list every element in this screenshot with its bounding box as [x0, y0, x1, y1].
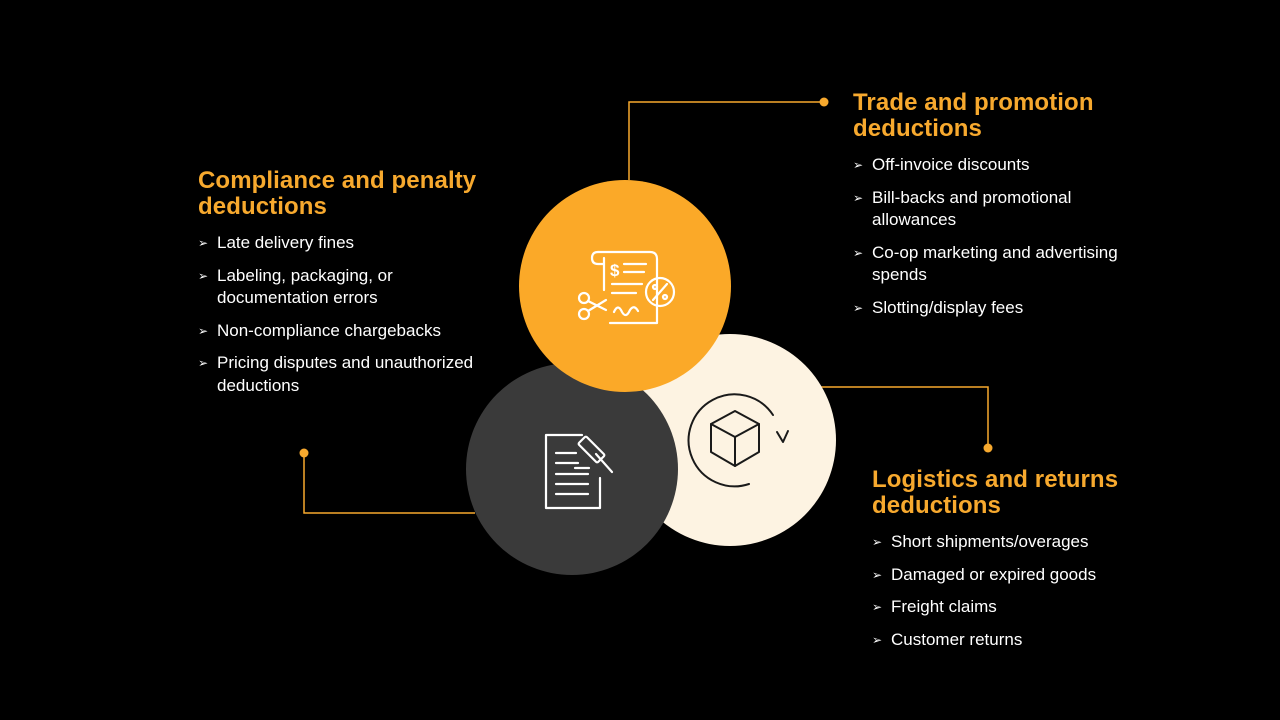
invoice-discount-scissors-icon: $ — [577, 250, 676, 325]
compliance-block: Compliance and penalty deductions ➢ Late … — [198, 168, 498, 407]
arrow-bullet-icon: ➢ — [198, 356, 209, 370]
list-item-text: Freight claims — [891, 597, 997, 616]
arrow-bullet-icon: ➢ — [198, 323, 209, 338]
arrow-bullet-icon: ➢ — [872, 632, 883, 647]
arrow-bullet-icon: ➢ — [872, 567, 883, 582]
connector-trade — [628, 101, 824, 180]
legal-document-gavel-icon — [544, 433, 614, 510]
trade-block: Trade and promotion deductions ➢ Off-invo… — [853, 90, 1153, 329]
connectors — [303, 101, 989, 514]
list-item: ➢ Non-compliance chargebacks — [198, 320, 498, 343]
list-item: ➢ Off-invoice discounts — [853, 154, 1153, 177]
list-item: ➢ Slotting/display fees — [853, 297, 1153, 320]
logistics-list: ➢ Short shipments/overages ➢ Damaged or ex… — [872, 531, 1172, 651]
list-item: ➢ Labeling, packaging, or documentation e… — [198, 265, 498, 310]
list-item: ➢ Late delivery fines — [198, 232, 498, 255]
trade-list: ➢ Off-invoice discounts ➢ Bill-backs and p… — [853, 154, 1153, 319]
list-item: ➢ Pricing disputes and unauthorized deduc… — [198, 352, 498, 397]
arrow-bullet-icon: ➢ — [853, 300, 864, 315]
connector-dot-compliance — [299, 448, 309, 458]
connector-compliance — [303, 453, 475, 514]
list-item-text: Pricing disputes and unauthorized deduct… — [217, 353, 474, 395]
list-item: ➢ Co-op marketing and advertising spends — [853, 242, 1153, 287]
list-item: ➢ Customer returns — [872, 629, 1172, 652]
list-item-text: Customer returns — [891, 629, 1023, 649]
list-item-text: Slotting/display fees — [872, 297, 1024, 317]
arrow-bullet-icon: ➢ — [853, 190, 864, 205]
logistics-heading: Logistics and returns deductions — [872, 466, 1119, 519]
list-item-text: Co-op marketing and advertising spends — [872, 242, 1118, 285]
list-item-text: Non-compliance chargebacks — [217, 320, 441, 340]
arrow-bullet-icon: ➢ — [853, 158, 864, 172]
list-item-text: Bill-backs and promotional allowances — [872, 187, 1072, 230]
list-item: ➢ Short shipments/overages — [872, 531, 1172, 554]
list-item: ➢ Damaged or expired goods — [872, 564, 1172, 587]
arrow-bullet-icon: ➢ — [853, 245, 864, 260]
list-item-text: Off-invoice discounts — [872, 155, 1030, 174]
trade-heading: Trade and promotion deductions — [853, 89, 1094, 142]
circle-trade — [519, 180, 731, 392]
arrow-bullet-icon: ➢ — [872, 600, 883, 614]
package-return-cycle-icon — [687, 393, 789, 488]
arrow-bullet-icon: ➢ — [198, 268, 209, 283]
compliance-heading: Compliance and penalty deductions — [198, 167, 477, 220]
circle-compliance — [466, 363, 678, 575]
list-item: ➢ Freight claims — [872, 596, 1172, 619]
logistics-block: Logistics and returns deductions ➢ Short … — [872, 467, 1172, 661]
connector-dots — [299, 97, 993, 458]
connector-logistics — [820, 386, 989, 448]
circle-logistics — [624, 334, 836, 546]
arrow-bullet-icon: ➢ — [198, 236, 209, 250]
list-item-text: Labeling, packaging, or documentation er… — [217, 265, 393, 308]
connector-dot-trade — [819, 97, 829, 107]
list-item-text: Short shipments/overages — [891, 532, 1089, 551]
connector-dot-logistics — [983, 443, 993, 453]
arrow-bullet-icon: ➢ — [872, 535, 883, 549]
list-item-text: Damaged or expired goods — [891, 564, 1097, 584]
svg-text:$: $ — [610, 261, 620, 280]
compliance-list: ➢ Late delivery fines ➢ Labeling, packagin… — [198, 232, 498, 397]
list-item-text: Late delivery fines — [217, 233, 355, 252]
list-item: ➢ Bill-backs and promotional allowances — [853, 187, 1153, 232]
